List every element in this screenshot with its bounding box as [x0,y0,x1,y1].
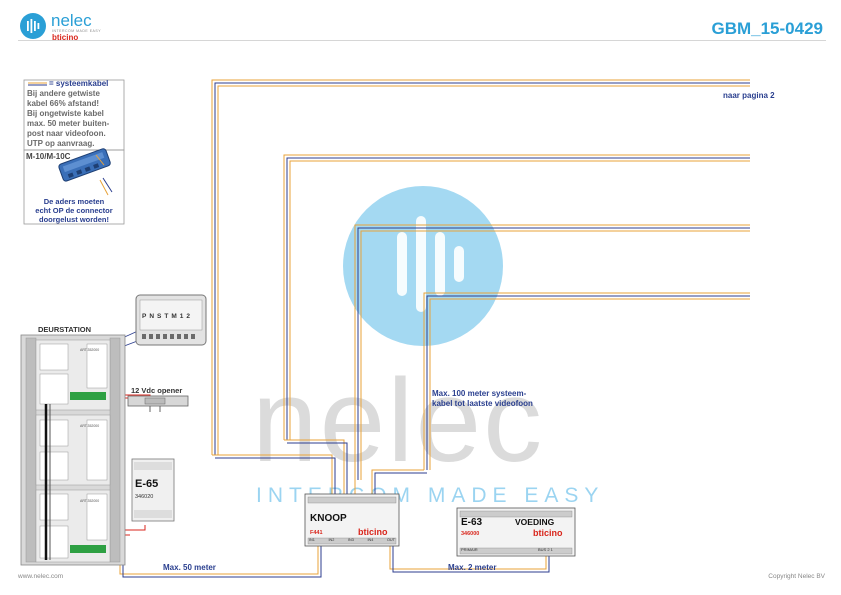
knoop-brand: bticino [358,527,388,537]
footer-copyright: Copyright Nelec BV [768,573,825,580]
e65-name: E-65 [135,478,159,490]
e63-code: 346000 [461,531,480,537]
terminal-label: S [157,313,162,320]
door-unit-label: ART.352000 [80,424,100,428]
watermark-word: nelec [252,355,545,487]
knoop-name: KNOOP [310,513,347,524]
brand-name: nelec [51,11,92,30]
e65-module [131,458,175,522]
door-unit-label: ART.352000 [80,499,100,503]
cable-note-line: Bij andere getwiste [27,89,100,98]
door-to-knoop-cable [119,540,322,578]
nelec-logo-icon [20,13,46,39]
max100-line: kabel tot laatste videofoon [432,399,533,408]
terminal-label: P [142,313,147,320]
cable-note-line: post naar videofoon. [27,129,106,138]
terminal-label: M [171,313,177,320]
header-divider [18,40,826,41]
connector-legend-notes: De aders moeten echt OP de connector doo… [24,197,124,224]
knoop-ports: IN1 IN2 IN3 IN4 OUT [309,538,395,542]
door-station [20,334,126,566]
connector-legend-box [23,149,125,225]
e65-code: 346020 [135,494,154,500]
cable-legend-title: = systeemkabel [49,79,109,88]
cable-note-line: UTP op aanvraag. [27,139,95,148]
connector-wires [95,154,113,196]
e63-primary-label: PRIMAIR [461,547,478,552]
door-opener-icon [127,395,189,412]
max2-label: Max. 2 meter [448,563,497,572]
terminal-label: N [149,313,155,320]
max50-label: Max. 50 meter [163,563,216,572]
system-cable-4 [371,292,750,495]
e63-brand: bticino [533,528,563,538]
brand-tagline: INTERCOM MADE EASY [52,29,102,33]
connector-note-line: echt OP de connector [35,206,113,215]
partner-logo: bticino [52,33,79,42]
system-cable-3 [354,224,750,495]
system-cable-2 [283,154,750,495]
cable-note-line: Bij ongetwiste kabel [27,109,104,118]
cable-note-line: max. 50 meter buiten- [27,119,110,128]
legend-cable-sample [28,82,47,86]
knoop-port: IN2 [328,538,335,542]
connector-legend-title: M-10/M-10C [26,152,71,161]
watermark-logo-icon [343,186,503,346]
max100-line: Max. 100 meter systeem- [432,389,527,398]
terminal-label: 2 [186,313,191,320]
cable-note-line: kabel 66% afstand! [27,99,100,108]
terminal-label: T [164,313,169,320]
e63-name: E-63 [461,517,483,528]
knoop-module [304,493,400,547]
knoop-code: F441 [310,530,323,536]
connector-note-line: De aders moeten [43,197,105,206]
system-cable-pagina2 [211,79,750,495]
max100-label: Max. 100 meter systeem- kabel tot laatst… [432,389,533,409]
to-page2-label: naar pagina 2 [723,91,775,100]
terminal-labels: P N S T M 1 2 [142,313,204,320]
connector-note-line: doorgelust worden! [39,215,109,224]
terminal-callout [135,294,207,346]
knoop-port: IN3 [347,538,354,542]
knoop-port: OUT [386,538,395,542]
nelec-logo: nelec INTERCOM MADE EASY bticino [20,11,110,42]
footer-website: www.nelec.com [18,573,64,580]
cable-legend-notes: Bij andere getwiste kabel 66% afstand! B… [27,89,123,149]
terminal-label: 1 [179,313,184,320]
knoop-port: IN1 [309,538,315,542]
door-station-label: DEURSTATION [38,325,92,334]
e63-title: VOEDING [515,517,555,527]
document-code: GBM_15-0429 [711,19,823,38]
opener-label: 12 Vdc opener [131,386,183,395]
voeding-module [456,507,576,557]
e63-bus-label: BUS 2 1 [538,547,553,552]
door-unit-label: ART.352000 [80,348,100,352]
knoop-port: IN4 [367,538,374,542]
